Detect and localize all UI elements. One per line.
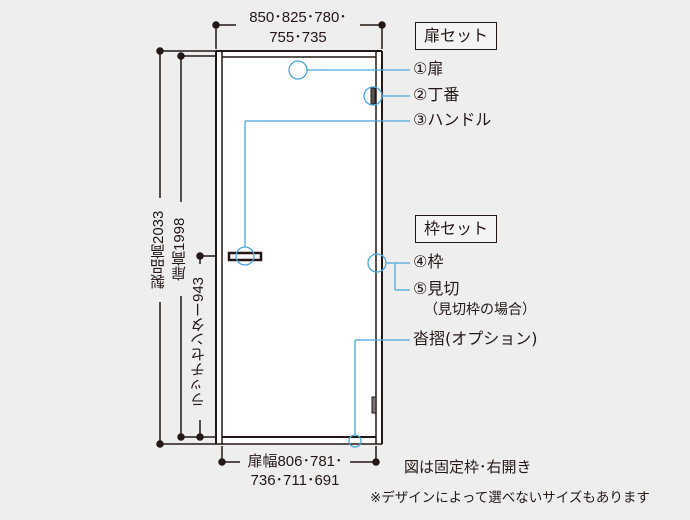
- callout-door: ①扉: [413, 61, 443, 77]
- callout-frame: ④枠: [413, 254, 443, 270]
- orientation-note: 図は固定枠･右開き: [404, 458, 532, 476]
- bottom-width-dimension: [218, 446, 380, 466]
- handle-shape: [227, 251, 263, 262]
- door-width-line2: 736･711･691: [250, 472, 340, 489]
- callout-label: 扉: [427, 59, 444, 78]
- callout-label: 見切: [427, 279, 460, 298]
- callout-label: 枠: [427, 252, 444, 271]
- door-frame: [215, 50, 383, 445]
- frame-set-group-label: 枠セット: [415, 215, 498, 243]
- hinge-shape: [370, 87, 376, 105]
- callout-number: ②: [413, 85, 428, 104]
- callout-number: ⑤: [413, 279, 428, 298]
- door-set-group-label: 扉セット: [415, 22, 498, 50]
- product-height-label: 製品高2033: [150, 200, 167, 300]
- callout-trim-note: （見切枠の場合）: [424, 302, 536, 318]
- callout-number: ③: [413, 110, 428, 129]
- callout-threshold: 沓摺(オプション): [413, 329, 538, 348]
- top-width-line1: 850･825･780･: [249, 9, 347, 26]
- strike-plate-shape: [371, 396, 377, 414]
- door-width-line1: 扉幅806･781･: [247, 453, 343, 470]
- latch-center-label: ラッチセンター943: [190, 266, 207, 418]
- callout-number: ④: [413, 252, 428, 271]
- height-dimensions: [156, 47, 216, 448]
- callout-trim: ⑤見切: [413, 281, 459, 297]
- door-height-label: 扉高1998: [171, 204, 188, 294]
- top-width-line2: 755･735: [269, 29, 327, 46]
- top-width-dimension: [212, 21, 386, 49]
- callout-number: ①: [413, 59, 428, 78]
- callout-label: ハンドル: [427, 110, 492, 129]
- callout-handle: ③ハンドル: [413, 112, 491, 128]
- callout-hinge: ②丁番: [413, 87, 459, 103]
- callout-label: 丁番: [427, 85, 460, 104]
- callout-lines: [235, 60, 410, 448]
- disclaimer-note: ※デザインによって選べないサイズもあります: [370, 490, 650, 506]
